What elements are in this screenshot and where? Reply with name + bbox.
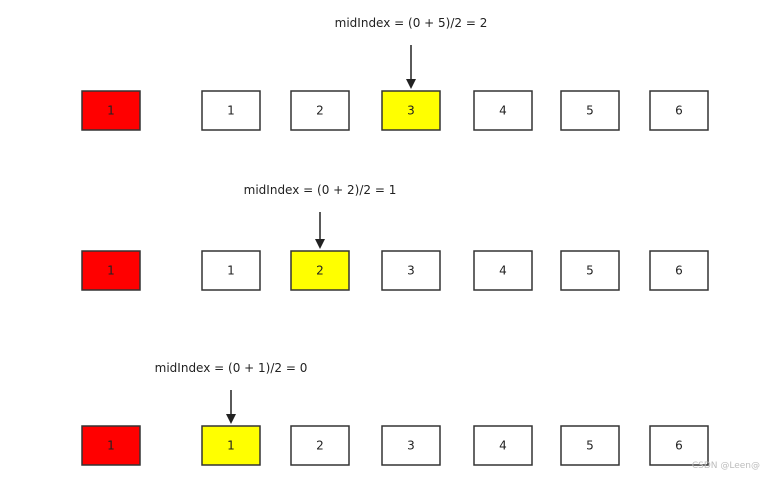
row1-formula: midIndex = (0 + 5)/2 = 2 <box>335 16 488 30</box>
row1-cell-1-box <box>201 90 261 131</box>
row2-cell-3-box <box>381 250 441 291</box>
row1-cell-1-label: 1 <box>227 104 235 118</box>
row1-cell-5-box <box>560 90 620 131</box>
row3-cell-5-box <box>560 425 620 466</box>
row3-cell-3-label: 3 <box>407 439 415 453</box>
row1-cell-4-box <box>473 90 533 131</box>
row1-arrow-head <box>406 79 416 89</box>
watermark: CSDN @Leen@ <box>691 461 760 471</box>
row2-cell-1-label: 1 <box>227 264 235 278</box>
row2-target-label: 1 <box>107 264 115 278</box>
row1-cell-3-mid-box <box>381 90 441 131</box>
row3-target-label: 1 <box>107 439 115 453</box>
row2-cell-3-label: 3 <box>407 264 415 278</box>
row1-cell-4-label: 4 <box>499 104 507 118</box>
row3-cell-5-label: 5 <box>586 439 594 453</box>
row2-formula: midIndex = (0 + 2)/2 = 1 <box>244 183 397 197</box>
row3-cell-3-box <box>381 425 441 466</box>
row2-cell-5-box <box>560 250 620 291</box>
row1-cell-6-label: 6 <box>675 104 683 118</box>
row1-target-label: 1 <box>107 104 115 118</box>
row3-cell-1-mid-box <box>201 425 261 466</box>
row2-cell-2-mid-label: 2 <box>316 264 324 278</box>
row3-cell-4-label: 4 <box>499 439 507 453</box>
row2-arrow-head <box>315 239 325 249</box>
row3-arrow-head <box>226 414 236 424</box>
row2-cell-6-box <box>649 250 709 291</box>
row1-cell-6-box <box>649 90 709 131</box>
row2-target-box <box>81 250 141 291</box>
row3-target-box <box>81 425 141 466</box>
row2-cell-5-label: 5 <box>586 264 594 278</box>
row3-cell-1-mid-label: 1 <box>227 439 235 453</box>
row1-cell-2-box <box>290 90 350 131</box>
row3-formula: midIndex = (0 + 1)/2 = 0 <box>155 361 308 375</box>
row2-cell-4-box <box>473 250 533 291</box>
row2-cell-6-label: 6 <box>675 264 683 278</box>
row1-cell-5-label: 5 <box>586 104 594 118</box>
row1-cell-2-label: 2 <box>316 104 324 118</box>
row3-cell-6-box <box>649 425 709 466</box>
row3-cell-6-label: 6 <box>675 439 683 453</box>
row2-cell-4-label: 4 <box>499 264 507 278</box>
row2-cell-2-mid-box <box>290 250 350 291</box>
row1-cell-3-mid-label: 3 <box>407 104 415 118</box>
row3-cell-4-box <box>473 425 533 466</box>
row2-cell-1-box <box>201 250 261 291</box>
row3-cell-2-box <box>290 425 350 466</box>
row3-cell-2-label: 2 <box>316 439 324 453</box>
row1-target-box <box>81 90 141 131</box>
